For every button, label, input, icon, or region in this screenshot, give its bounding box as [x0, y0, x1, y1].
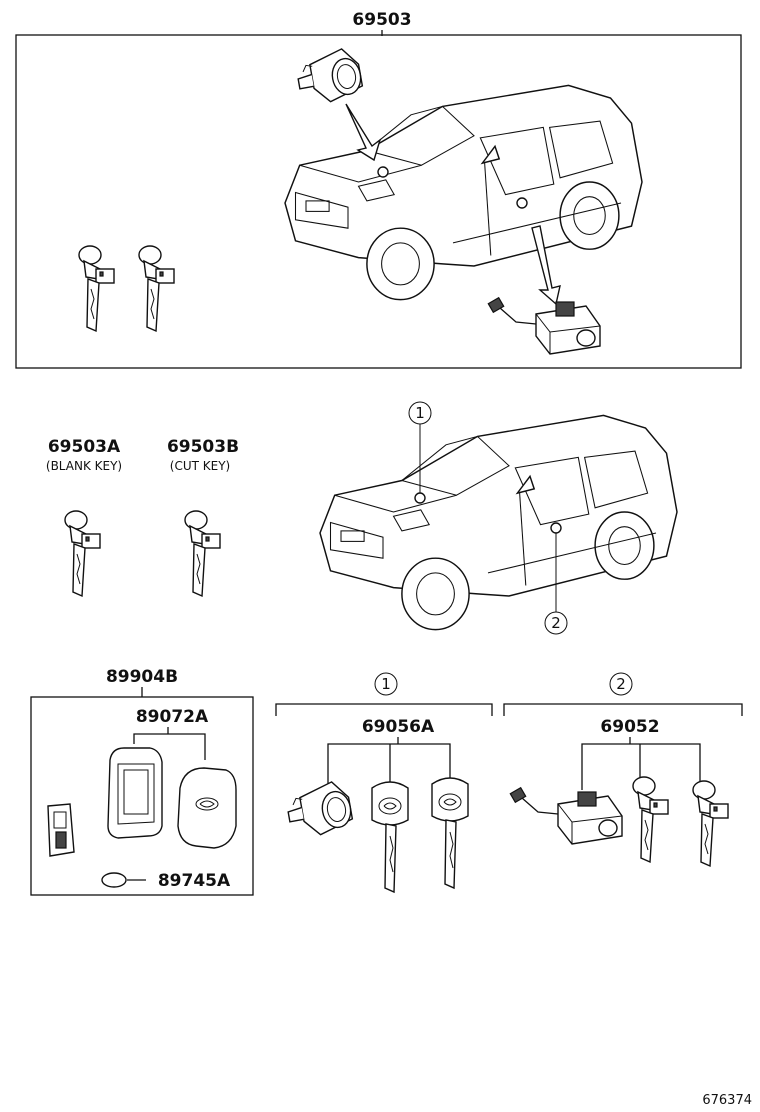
key-case-frame [107, 747, 163, 839]
callout-2-top: 2 [551, 614, 561, 632]
ignition-cylinder-bottom [283, 778, 355, 841]
callout-1-bottom-circle [374, 672, 398, 696]
smart-key-frame [30, 696, 254, 896]
label-door-cylinder-set: 69052 [600, 717, 659, 737]
battery-icon [101, 872, 127, 888]
suv-illustration-middle [319, 414, 678, 631]
emergency-key-insert [47, 803, 75, 857]
master-key-2 [431, 777, 469, 889]
label-cut-key-note: (CUT KEY) [170, 459, 230, 473]
callout-1-top: 1 [415, 404, 425, 422]
smart-key-fob [177, 767, 237, 849]
blank-key-top-left [78, 245, 115, 332]
callout-2-top-circle [544, 611, 568, 635]
door-lock-bottom [509, 786, 623, 845]
top-assembly-frame [15, 34, 742, 369]
label-cylinder-key-set: 69056A [362, 717, 435, 737]
label-top-assembly: 69503 [352, 10, 411, 30]
cut-key-bottom-right [692, 780, 729, 867]
callout-2-bottom: 2 [616, 675, 626, 693]
suv-illustration-top [284, 84, 643, 301]
callout-1-bottom: 1 [381, 675, 391, 693]
ignition-cylinder-top [293, 45, 365, 108]
cut-key-bottom-left [632, 776, 669, 863]
label-key-case: 89072A [136, 707, 209, 727]
label-cut-key: 69503B [167, 437, 239, 457]
label-battery: 89745A [158, 871, 231, 891]
callout-2-bottom-circle [609, 672, 633, 696]
reference-number: 676374 [702, 1093, 752, 1108]
label-blank-key: 69503A [48, 437, 121, 457]
master-key-1 [371, 781, 409, 893]
blank-key-icon [64, 510, 101, 597]
cut-key-icon [184, 510, 221, 597]
arrow-ignition [345, 103, 382, 162]
label-smart-key-set: 89904B [106, 667, 178, 687]
blank-key-top-right [138, 245, 175, 332]
door-lock-top [487, 296, 601, 355]
label-blank-key-note: (BLANK KEY) [46, 459, 122, 473]
arrow-door [531, 225, 561, 306]
